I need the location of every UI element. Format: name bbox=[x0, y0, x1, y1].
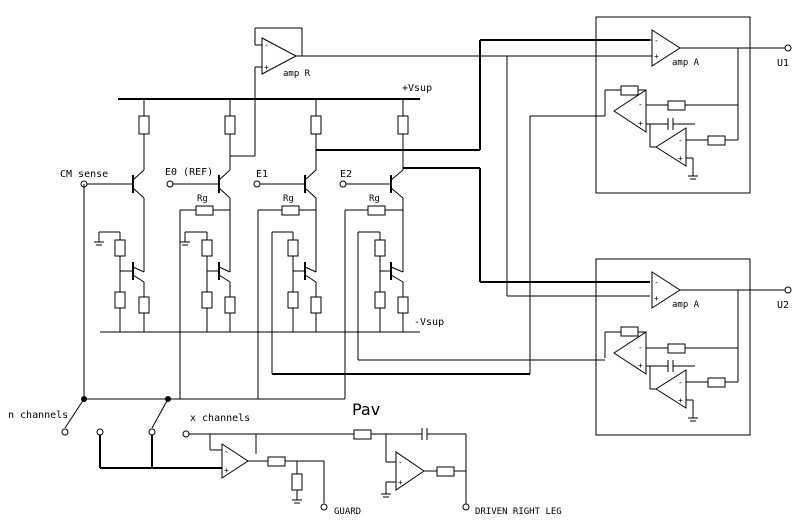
svg-text:+: + bbox=[654, 294, 659, 303]
label-rg-e1: Rg bbox=[283, 194, 294, 204]
svg-text:+: + bbox=[654, 52, 659, 61]
label-driven-right-leg: DRIVEN RIGHT LEG bbox=[475, 507, 562, 517]
label-amp-r: amp R bbox=[283, 69, 311, 79]
label-guard: GUARD bbox=[334, 507, 361, 517]
label-x-channels: x channels bbox=[190, 413, 250, 424]
svg-text:+: + bbox=[678, 154, 683, 163]
label-rg-e2: Rg bbox=[369, 194, 380, 204]
svg-text:+: + bbox=[264, 63, 269, 72]
guard-drl-section bbox=[182, 428, 470, 511]
label-amp-a-1: amp A bbox=[672, 58, 700, 68]
svg-text:-: - bbox=[638, 343, 643, 352]
svg-text:+: + bbox=[398, 478, 403, 487]
opamp-polarity-markers: - + - + - + - + - + - + - + - + - + bbox=[224, 36, 683, 487]
stage-e2 bbox=[339, 169, 409, 399]
svg-text:-: - bbox=[398, 458, 403, 467]
svg-text:-: - bbox=[264, 41, 269, 50]
channel-switches bbox=[61, 184, 345, 469]
label-vsup-neg: -Vsup bbox=[414, 317, 444, 328]
svg-text:+: + bbox=[224, 466, 229, 475]
label-rg-e0: Rg bbox=[197, 194, 208, 204]
collector-resistors bbox=[138, 99, 409, 170]
svg-text:+: + bbox=[638, 119, 643, 128]
svg-text:-: - bbox=[678, 378, 683, 387]
amp-r bbox=[229, 27, 650, 170]
svg-text:-: - bbox=[678, 136, 683, 145]
label-n-channels: n channels bbox=[8, 410, 68, 421]
label-amp-a-2: amp A bbox=[672, 300, 700, 310]
svg-text:-: - bbox=[638, 100, 643, 109]
svg-text:+: + bbox=[678, 396, 683, 405]
stage-e1 bbox=[253, 169, 322, 399]
label-u1: U1 bbox=[777, 58, 789, 69]
svg-text:+: + bbox=[638, 361, 643, 370]
channel-box-2 bbox=[595, 258, 792, 436]
label-e0-ref: E0 (REF) bbox=[165, 167, 213, 178]
label-u2: U2 bbox=[777, 300, 789, 311]
label-e1: E1 bbox=[256, 169, 268, 180]
label-e2: E2 bbox=[340, 169, 352, 180]
label-pav: Pav bbox=[352, 400, 380, 419]
stage-e0-ref bbox=[166, 169, 236, 399]
label-vsup-pos: +Vsup bbox=[402, 83, 432, 94]
stage-cm-sense bbox=[80, 169, 150, 332]
channel-box-1 bbox=[595, 16, 792, 194]
svg-text:-: - bbox=[224, 447, 229, 456]
svg-text:-: - bbox=[654, 278, 659, 287]
svg-text:-: - bbox=[654, 36, 659, 45]
label-cm-sense: CM sense bbox=[60, 169, 108, 180]
